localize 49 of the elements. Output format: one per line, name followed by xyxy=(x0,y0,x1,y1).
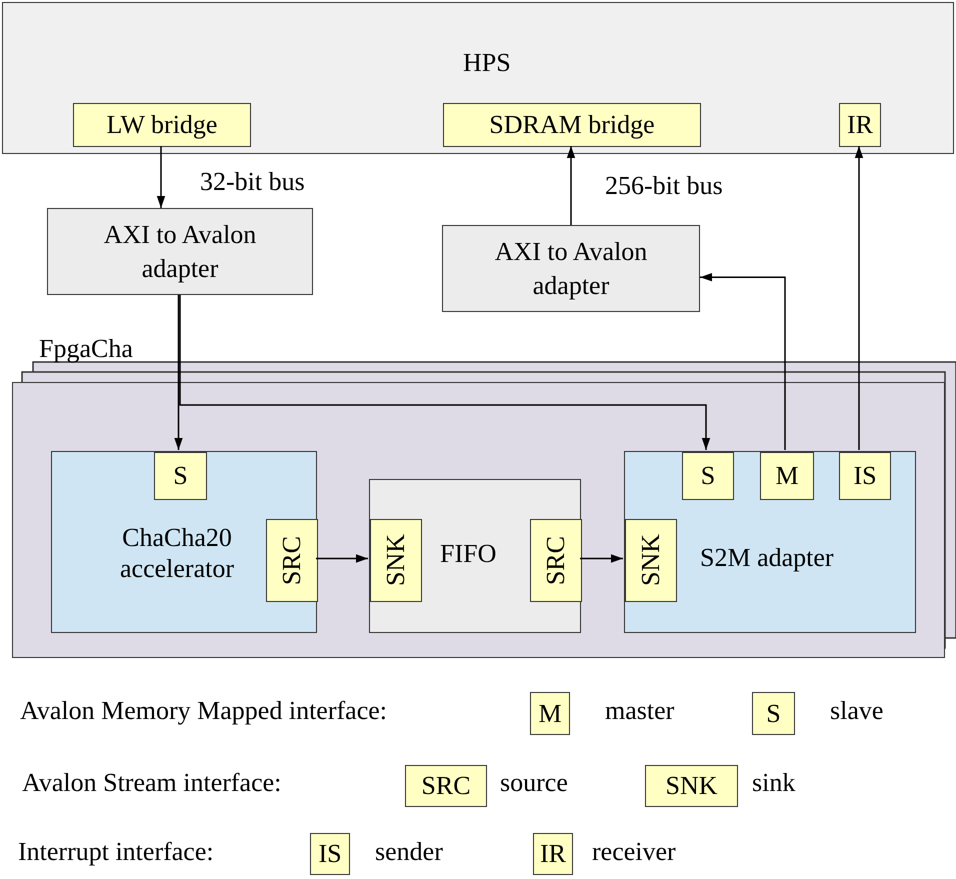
port-label: SNK xyxy=(635,534,666,586)
arrow xyxy=(700,273,786,450)
legend-text: sender xyxy=(375,836,443,868)
port-box xyxy=(625,519,677,602)
port-box: M xyxy=(760,452,814,500)
legend-heading: Avalon Memory Mapped interface: xyxy=(20,695,387,726)
bridge-box: SDRAM bridge xyxy=(443,103,701,147)
arrow xyxy=(316,554,368,563)
legend-port-box: IS xyxy=(310,833,350,875)
legend-port-box: M xyxy=(530,692,570,735)
legend-heading: Avalon Stream interface: xyxy=(22,767,282,798)
port-label: SRC xyxy=(276,536,308,586)
accelerator-box xyxy=(51,451,317,633)
port-box xyxy=(530,519,582,602)
legend-text: slave xyxy=(830,695,884,726)
block-label: S2M adapter xyxy=(700,542,834,574)
block-label: FIFO xyxy=(440,538,496,570)
port-label: SNK xyxy=(380,534,412,586)
port-box: IS xyxy=(839,452,891,500)
arrow xyxy=(566,146,576,225)
legend-port-box: SRC xyxy=(405,765,487,807)
arrow xyxy=(854,146,864,450)
port-box xyxy=(370,519,422,602)
legend-port-box: IR xyxy=(533,833,573,875)
panel-heading: FpgaCha xyxy=(39,333,133,364)
port-label: SRC xyxy=(540,536,572,586)
legend-text: master xyxy=(605,695,674,726)
block-label: ChaCha20 accelerator xyxy=(118,522,235,584)
port-box xyxy=(266,519,318,602)
arrow xyxy=(174,295,183,450)
port-box: IR xyxy=(839,103,881,147)
bridge-box: LW bridge xyxy=(73,103,251,147)
adapter-box xyxy=(624,451,916,633)
legend-heading: Interrupt interface: xyxy=(18,836,214,868)
arrow xyxy=(156,146,166,208)
legend-port-box: SNK xyxy=(645,765,738,807)
legend-text: source xyxy=(500,767,568,798)
adapter-box: AXI to Avalon adapter xyxy=(442,225,700,312)
fifo-box xyxy=(369,479,581,633)
port-box: S xyxy=(154,452,207,500)
port-box: S xyxy=(682,452,734,500)
legend-text: sink xyxy=(752,767,796,798)
block-label: HPS xyxy=(463,47,511,78)
legend-port-box: S xyxy=(752,692,795,735)
legend-text: receiver xyxy=(592,836,676,868)
arrow xyxy=(179,295,710,450)
arrow xyxy=(580,554,623,563)
hps-block xyxy=(2,2,954,154)
adapter-box: AXI to Avalon adapter xyxy=(47,208,313,295)
